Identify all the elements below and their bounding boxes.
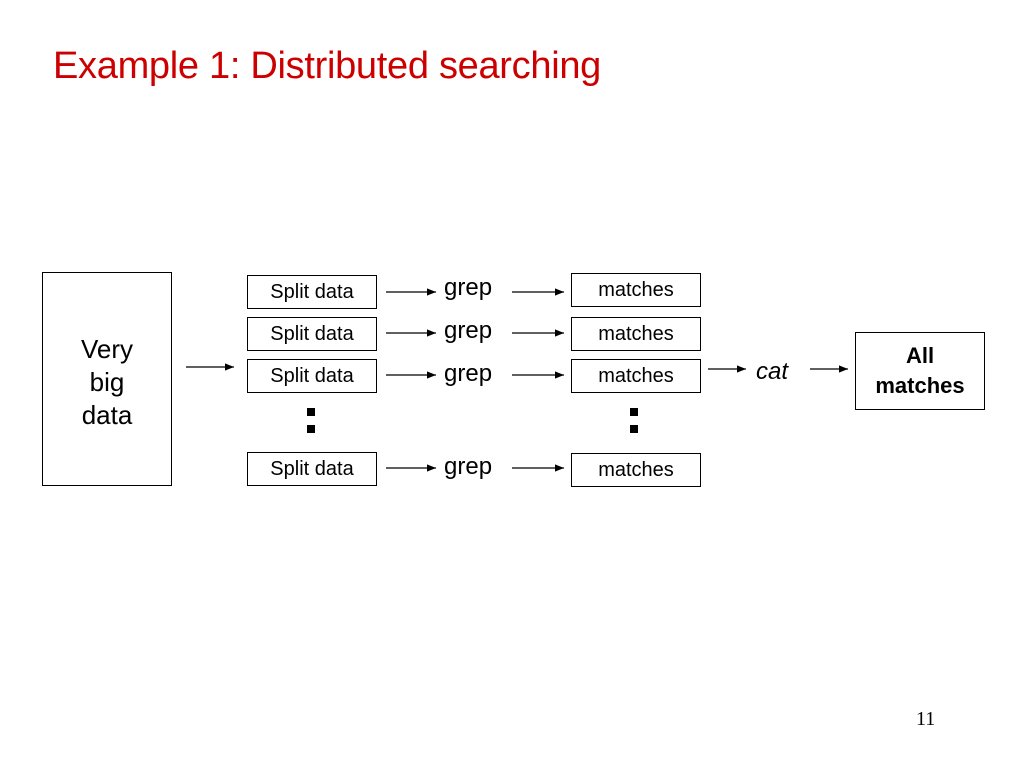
page-number: 11 — [916, 708, 936, 730]
split-data-label: Split data — [270, 457, 354, 480]
split-data-label: Split data — [270, 364, 354, 387]
cat-label: cat — [756, 358, 789, 385]
split-data-label: Split data — [270, 322, 354, 345]
split-data-box-4: Split data — [247, 452, 377, 486]
slide-title: Example 1: Distributed searching — [53, 45, 602, 87]
ellipsis-dots-matches — [630, 408, 638, 442]
grep-label-3: grep — [444, 360, 493, 387]
matches-label: matches — [598, 458, 674, 481]
all-matches-box: All matches — [855, 332, 985, 410]
grep-label-2: grep — [444, 317, 493, 344]
all-matches-label: All matches — [875, 343, 965, 398]
matches-label: matches — [598, 278, 674, 301]
source-data-box: Very big data — [42, 272, 172, 486]
split-data-box-2: Split data — [247, 317, 377, 351]
split-data-box-1: Split data — [247, 275, 377, 309]
ellipsis-dots-splits — [307, 408, 315, 442]
split-data-box-3: Split data — [247, 359, 377, 393]
grep-label-4: grep — [444, 453, 493, 480]
source-data-label: Very big data — [80, 333, 134, 430]
matches-box-1: matches — [571, 273, 701, 307]
matches-box-3: matches — [571, 359, 701, 393]
matches-box-2: matches — [571, 317, 701, 351]
matches-label: matches — [598, 364, 674, 387]
matches-box-4: matches — [571, 453, 701, 487]
grep-label-1: grep — [444, 274, 493, 301]
matches-label: matches — [598, 322, 674, 345]
split-data-label: Split data — [270, 280, 354, 303]
